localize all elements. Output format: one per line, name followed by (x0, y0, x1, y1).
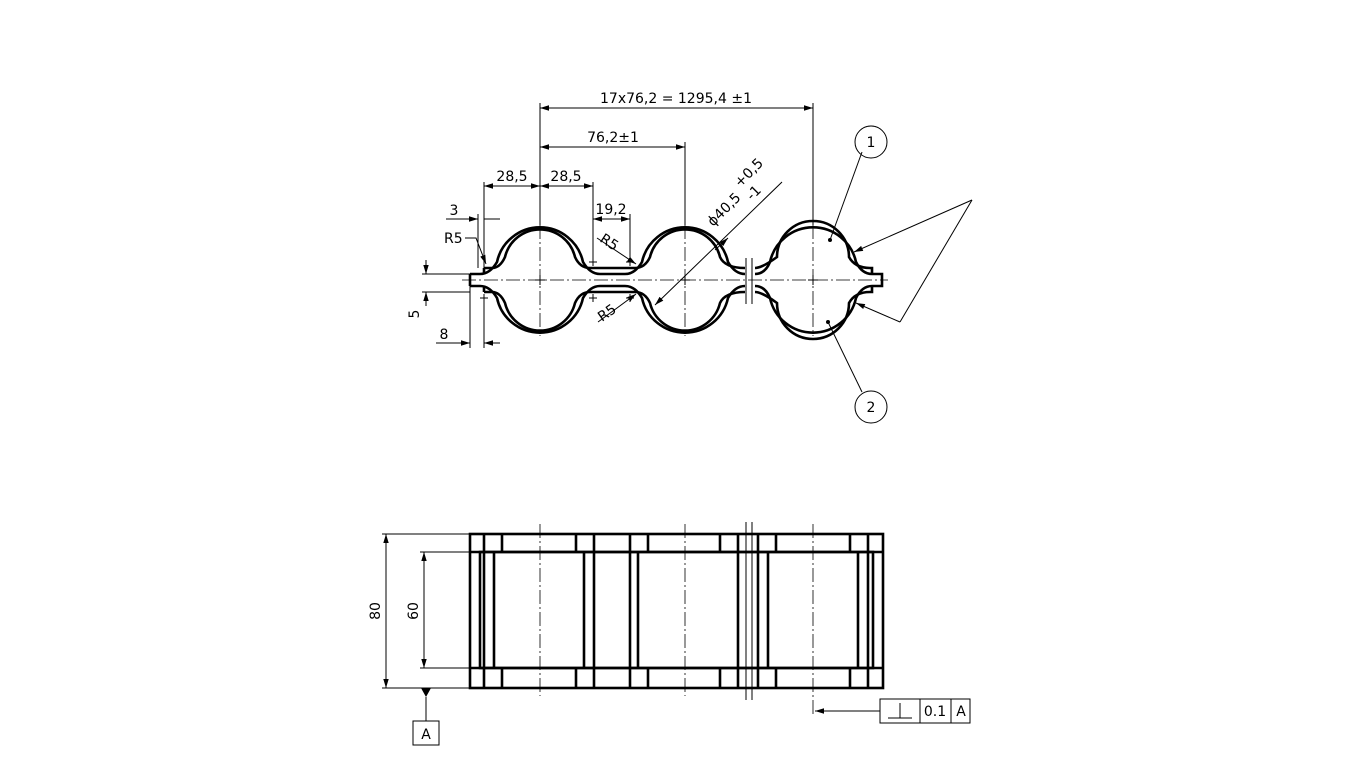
dimension-offset-horizontal-text: 8 (440, 327, 449, 343)
datum-a: A (412, 688, 440, 746)
balloon-part-2: 2 (826, 320, 888, 424)
dimension-height-outer-text: 80 (368, 602, 384, 620)
dimension-pitch-total-text: 17x76,2 = 1295,4 ±1 (600, 91, 752, 107)
dimension-offset-horizontal: 8 (436, 286, 500, 348)
dimension-pitch-total: 17x76,2 = 1295,4 ±1 (539, 91, 814, 225)
dimension-flat-length-text: 19,2 (595, 202, 626, 218)
dimension-pitch: 76,2±1 (540, 130, 686, 225)
front-view-verticals (482, 534, 870, 688)
balloon-part-2-text: 2 (867, 400, 876, 416)
dimension-half-pitch-right-text: 28,5 (550, 169, 581, 185)
break-lines (745, 258, 753, 304)
dimension-flange-thickness: 3 (446, 203, 500, 268)
dimension-height-inner: 60 (406, 551, 480, 669)
balloon-part-1: 1 (828, 125, 888, 242)
inner-band (478, 550, 875, 670)
outer-frame (468, 532, 885, 690)
section-view: 17x76,2 = 1295,4 ±1 76,2±1 28,5 28,5 19,… (407, 91, 973, 424)
dimension-pitch-text: 76,2±1 (587, 130, 639, 146)
radius-top-left-text: R5 (444, 231, 463, 247)
radius-top-mid-text: R5 (597, 231, 621, 255)
dimension-flat-length: 19,2 (593, 202, 631, 262)
dimension-half-pitch-left-text: 28,5 (496, 169, 527, 185)
leader-lines-right (853, 199, 973, 323)
dimension-height-inner-text: 60 (406, 602, 422, 620)
balloon-part-1-text: 1 (867, 135, 876, 151)
tolerance-datum: A (956, 704, 966, 720)
dimension-offset-vertical: 5 (407, 260, 470, 318)
upper-shell (468, 219, 884, 280)
tolerance-frame: 0.1 A (815, 698, 971, 724)
dimension-flange-thickness-text: 3 (450, 203, 459, 219)
datum-a-text: A (421, 727, 431, 743)
radius-bottom-mid: R5 (595, 293, 637, 325)
front-view: 80 60 A 0.1 A (368, 522, 971, 746)
tolerance-value: 0.1 (924, 704, 946, 720)
dimension-half-pitch-right: 28,5 (540, 169, 594, 262)
perpendicularity-icon (888, 703, 912, 719)
dimension-offset-vertical-text: 5 (407, 310, 423, 319)
front-break-lines (745, 522, 753, 700)
dimension-half-pitch-left: 28,5 (483, 169, 540, 268)
lower-shell (468, 280, 884, 341)
radius-top-left: R5 (444, 231, 487, 265)
